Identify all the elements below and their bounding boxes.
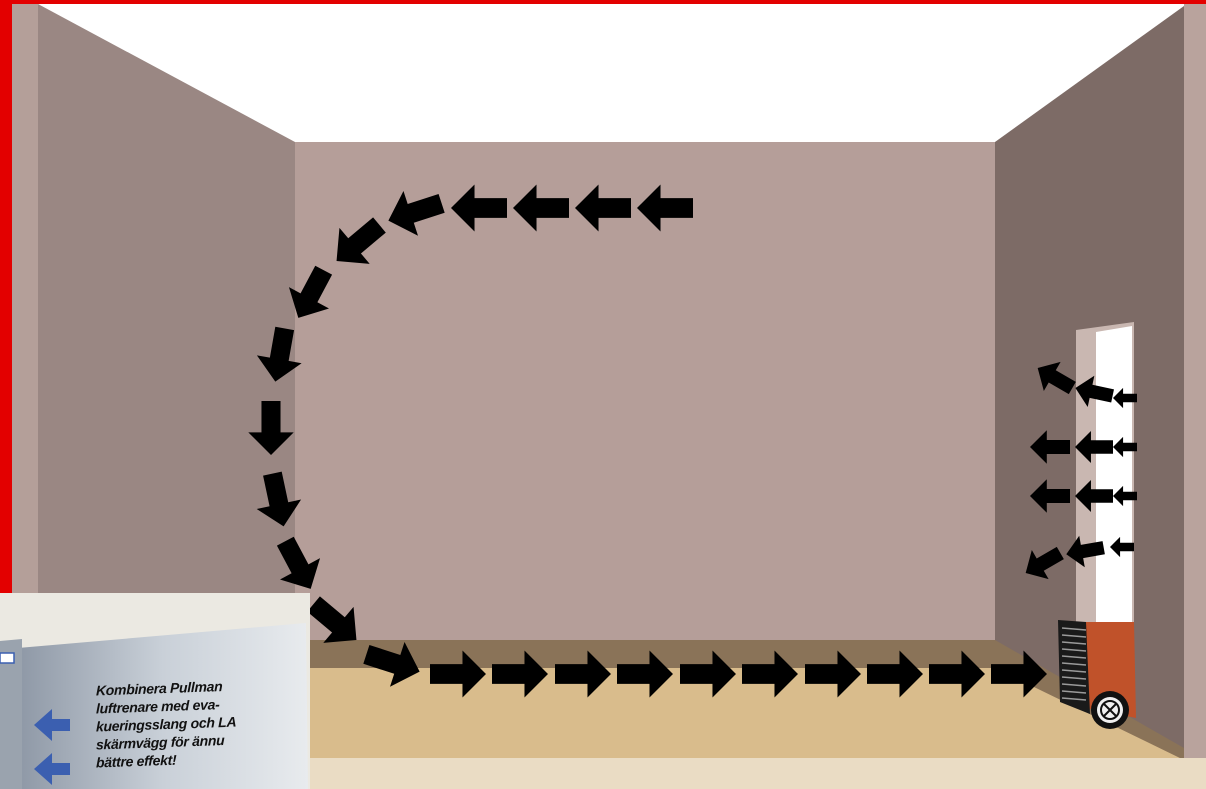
right-wall-edge (1184, 4, 1206, 789)
callout-text: Kombinera Pullman luftrenare med eva- ku… (96, 675, 296, 772)
doorway (1096, 326, 1132, 622)
